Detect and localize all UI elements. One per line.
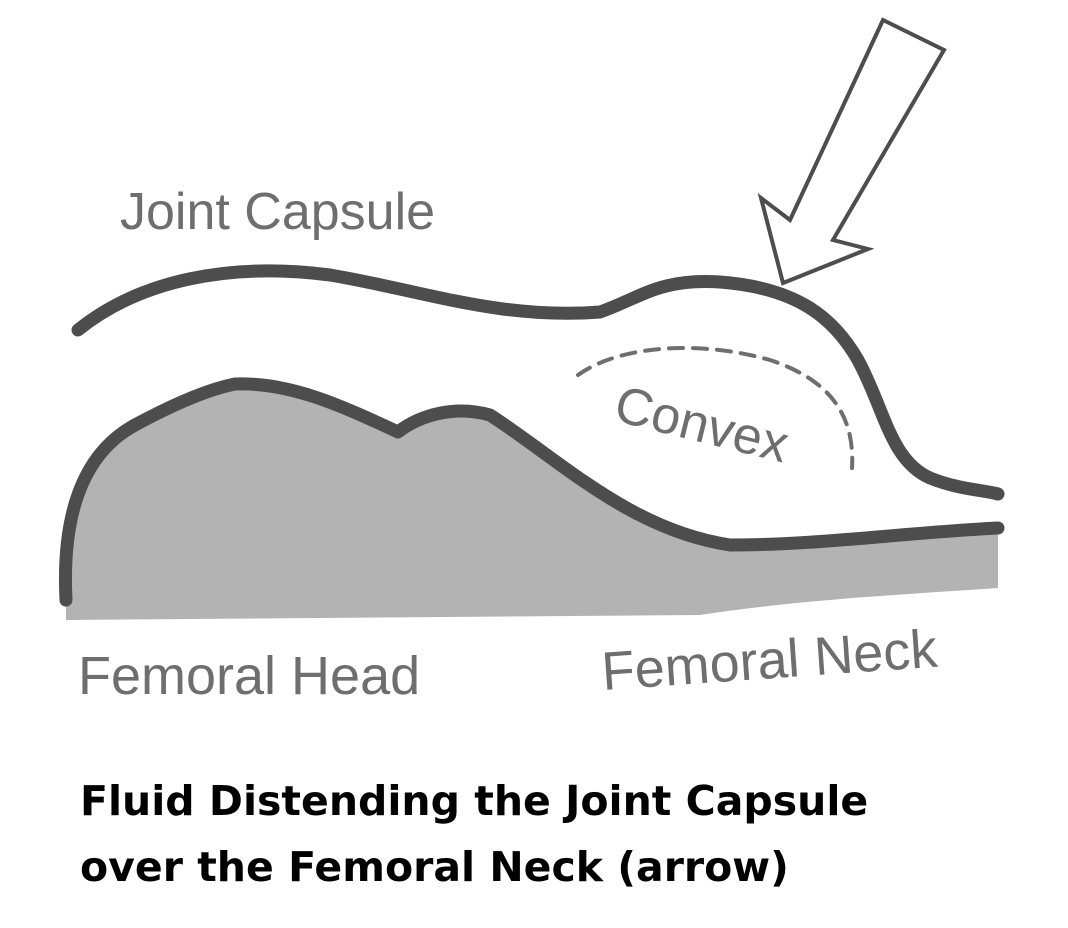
convex-dashed-arc (576, 346, 855, 470)
figure-caption: Fluid Distending the Joint Capsule over … (80, 768, 1040, 900)
femoral-bone-outline (58, 377, 1005, 607)
caption-line-1: Fluid Distending the Joint Capsule (80, 777, 869, 825)
femoral-bone-fill (65, 383, 998, 620)
femoral-neck-label: Femoral Neck (600, 619, 940, 702)
arrow-icon (757, 17, 947, 286)
joint-capsule-line (71, 264, 1005, 501)
femoral-head-label: Femoral Head (78, 646, 420, 706)
convex-label: Convex (609, 375, 794, 474)
caption-line-2: over the Femoral Neck (arrow) (80, 843, 789, 891)
joint-capsule-label: Joint Capsule (120, 183, 435, 241)
